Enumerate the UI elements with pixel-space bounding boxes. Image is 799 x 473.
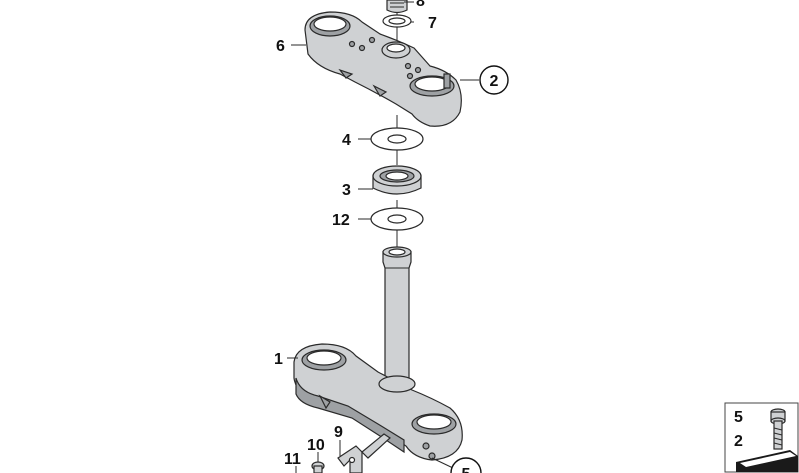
- callout-1: 1: [274, 351, 283, 368]
- callout-3: 3: [342, 182, 351, 199]
- part-12-washer: [370, 207, 424, 231]
- part-10-screw: [311, 461, 325, 473]
- leader-lines: [287, 1, 479, 469]
- callout-12: 12: [332, 212, 350, 229]
- part-8-nut: [386, 0, 408, 14]
- callout-2: 2: [490, 73, 499, 90]
- callout-11: 11: [284, 451, 301, 468]
- legend-box: 5 2: [724, 402, 799, 473]
- callout-5: 5: [462, 466, 471, 473]
- part-1-lower-triple-clamp: [293, 246, 463, 461]
- callout-2-circle: 2: [479, 65, 509, 95]
- legend-number-bottom: 2: [734, 433, 743, 450]
- part-3-bearing: [372, 165, 422, 195]
- legend-bolt-icon: [770, 408, 786, 450]
- legend-wedge-icon: [736, 450, 798, 472]
- callout-6: 6: [276, 38, 285, 55]
- callout-4: 4: [342, 132, 351, 149]
- part-6-upper-triple-clamp: [304, 11, 462, 127]
- legend-number-top: 5: [734, 409, 743, 426]
- callout-10: 10: [307, 437, 325, 454]
- callout-8: 8: [416, 0, 425, 10]
- callout-9: 9: [334, 424, 343, 441]
- callout-7: 7: [428, 15, 437, 32]
- callout-5-circle: 5: [450, 457, 482, 473]
- part-7-ring: [382, 14, 412, 28]
- part-4-washer: [370, 127, 424, 151]
- part-9-bracket: [337, 433, 391, 473]
